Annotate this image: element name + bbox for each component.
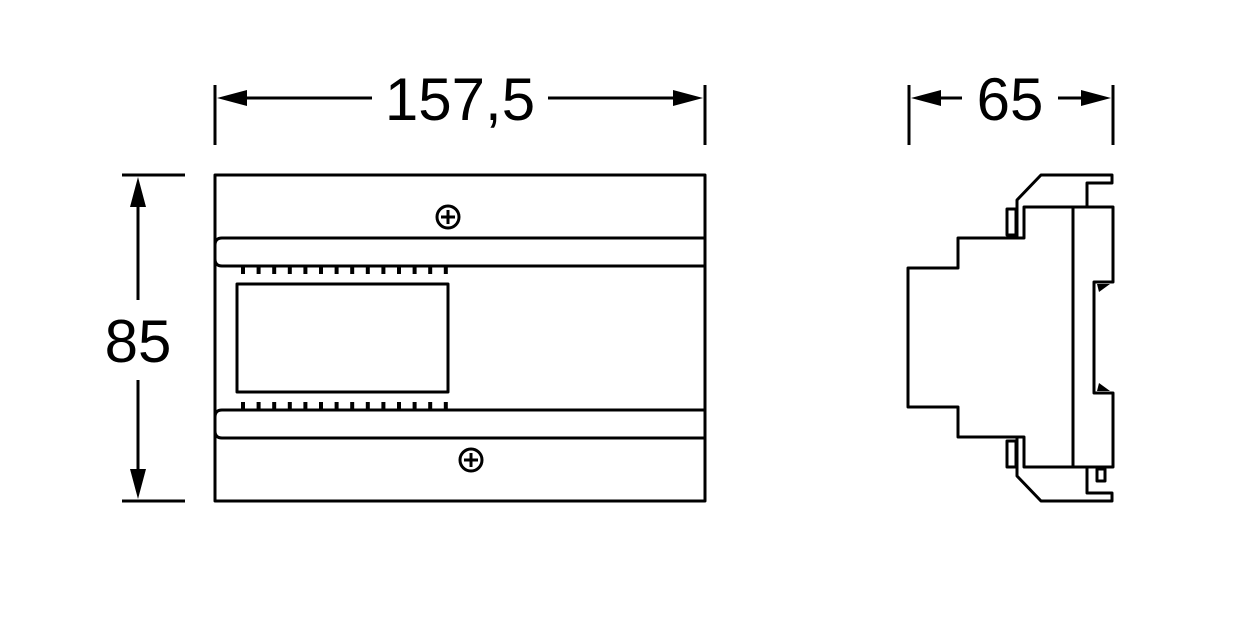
vent-tick bbox=[287, 266, 292, 274]
vent-tick bbox=[381, 266, 386, 274]
vent-tick bbox=[303, 266, 308, 274]
vent-tick bbox=[428, 402, 433, 410]
depth-dimension: 65 bbox=[907, 66, 1115, 145]
vent-tick bbox=[350, 266, 355, 274]
vent-tick bbox=[241, 266, 245, 274]
vent-tick bbox=[381, 402, 386, 410]
vent-tick bbox=[334, 266, 339, 274]
vent-tick bbox=[334, 402, 339, 410]
vent-tick bbox=[256, 266, 261, 274]
vent-tick bbox=[397, 266, 401, 274]
height-label: 85 bbox=[105, 308, 172, 375]
vent-tick bbox=[443, 266, 448, 274]
height-dimension: 85 bbox=[105, 173, 185, 503]
vent-tick bbox=[287, 402, 292, 410]
width-label: 157,5 bbox=[385, 66, 535, 133]
screw-icon bbox=[458, 447, 484, 473]
vent-tick bbox=[272, 402, 277, 410]
vent-tick bbox=[365, 402, 370, 410]
vent-tick bbox=[319, 266, 323, 274]
vent-tick bbox=[350, 402, 355, 410]
vent-ticks bbox=[241, 266, 448, 410]
side-view bbox=[906, 173, 1115, 503]
vent-tick bbox=[256, 402, 261, 410]
vent-tick bbox=[241, 402, 245, 410]
vent-tick bbox=[272, 266, 277, 274]
vent-tick bbox=[412, 266, 417, 274]
vent-tick bbox=[443, 402, 448, 410]
depth-label: 65 bbox=[977, 66, 1044, 133]
front-view bbox=[213, 173, 707, 503]
vent-tick bbox=[319, 402, 323, 410]
vent-tick bbox=[303, 402, 308, 410]
vent-tick bbox=[428, 266, 433, 274]
vent-tick bbox=[412, 402, 417, 410]
vent-tick bbox=[365, 266, 370, 274]
screw-icon bbox=[435, 204, 461, 230]
vent-tick bbox=[397, 402, 401, 410]
width-dimension: 157,5 bbox=[213, 66, 707, 145]
